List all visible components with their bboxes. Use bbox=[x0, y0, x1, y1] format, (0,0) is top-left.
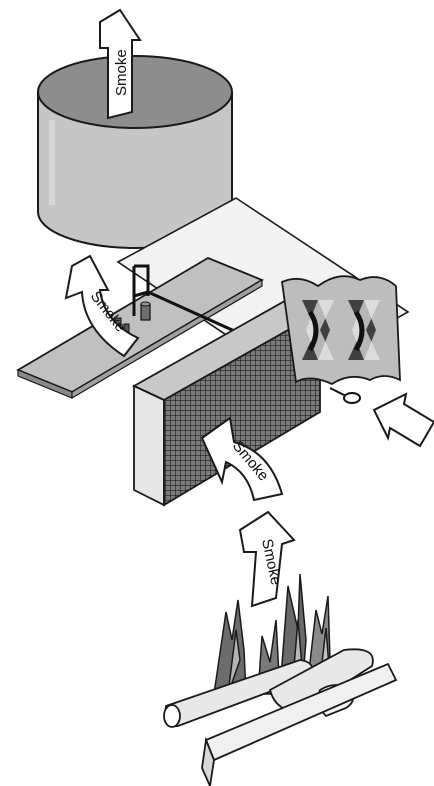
indicator-pin bbox=[330, 388, 360, 403]
logs bbox=[164, 649, 396, 786]
smoke-label-top: Smoke bbox=[113, 49, 130, 96]
pattern-card bbox=[282, 276, 400, 384]
smoke-arrow-bottom: Smoke bbox=[240, 512, 294, 606]
air-inlet-arrow bbox=[374, 394, 434, 446]
